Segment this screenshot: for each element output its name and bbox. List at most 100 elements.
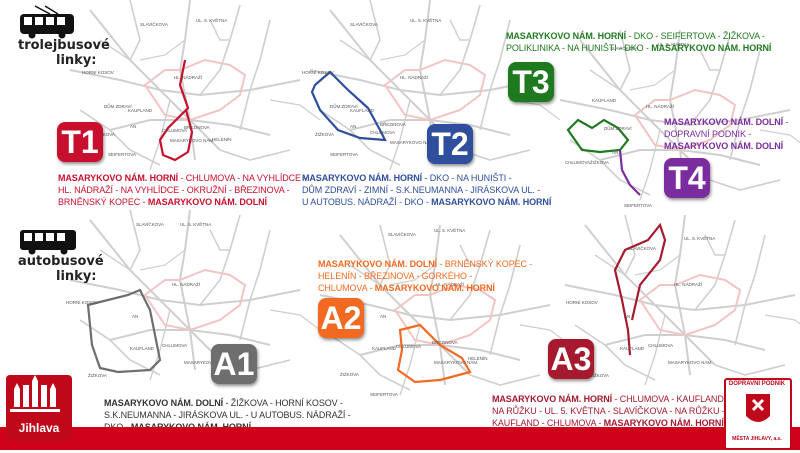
stop-list: DŮM ZDRAVÍ - ZIMNÍ - S.K.NEUMANNA - JIRÁ… [302, 185, 541, 195]
map-stop-label: CHLUMOVA [648, 343, 674, 348]
map-stop-label: KAUFLAND [130, 346, 155, 351]
route-description-t2: MASARYKOVO NÁM. HORNÍ - DKO - NA HUNIŠTI… [302, 172, 551, 208]
heading-line-1: autobusové [18, 254, 104, 269]
terminus-name: MASARYKOVO NÁM. HORNÍ [374, 283, 495, 293]
map-stop-label: CHLUMOVA [370, 130, 396, 135]
map-stop-label: BŘEZINOVA [432, 340, 458, 345]
stop-list: - ŽIŽKOVA - HORNÍ KOSOV - [223, 398, 343, 408]
terminus-name: MASARYKOVO NÁM. HORNÍ [58, 173, 179, 183]
map-stop-label: MASARYKOVO NÁM. [434, 360, 479, 365]
map-stop-label: ŽIŽKOVA [96, 132, 115, 137]
map-stop-label: BŘEZINOVA [184, 125, 210, 130]
map-stop-label: HL. NÁDRAŽÍ [174, 75, 203, 80]
dpmj-logo-icon [724, 378, 792, 450]
line-badge-a1[interactable]: A1 [211, 344, 257, 384]
line-badge-t1[interactable]: T1 [57, 122, 103, 162]
line-badge-t2[interactable]: T2 [427, 124, 473, 164]
heading-line-1: trolejbusové [18, 38, 110, 53]
stop-list: CHLUMOVA - [318, 283, 375, 293]
company-name: DOPRAVNÍ PODNIK [728, 381, 786, 387]
map-stop-label: KAUFLAND [350, 108, 375, 113]
stop-list: - DKO - NA HUNIŠTI - [422, 173, 512, 183]
map-stop-label: KAUFLAND [128, 108, 153, 113]
heading-line-2: linky: [56, 53, 97, 68]
route-t3 [566, 118, 630, 154]
route-description-line: POLIKLINIKA - NA HUNIŠTI - DKO - MASARYK… [506, 42, 771, 54]
route-description-line: MASARYKOVO NÁM. DOLNÍ - [664, 116, 788, 128]
map-stop-label: ŽIŽKOVA [590, 373, 609, 378]
route-description-t1: MASARYKOVO NÁM. HORNÍ - CHLUMOVA - NA VY… [58, 172, 306, 208]
trolleybus-icon [20, 5, 74, 39]
map-stop-label: ŽIŽKOVA [315, 132, 334, 137]
route-description-line: MASARYKOVO NÁM. DOLNÍ - BRNĚNSKÝ KOPEC - [318, 258, 532, 270]
map-stop-label: UL. 5. KVĚTNA [196, 18, 228, 23]
map-stop-label: KAUFLAND [372, 346, 397, 351]
route-a1 [86, 288, 162, 374]
trolleybus-lines-heading: trolejbusové linky: [18, 38, 110, 68]
map-stop-label: SEIFERTOVA [330, 152, 359, 157]
map-stop-label: CHLUMOVA [162, 343, 188, 348]
terminus-name: MASARYKOVO NÁM. DOLNÍ [664, 117, 784, 127]
route-description-line: HELENÍN - BŘEZINOVA - GORKÉHO - [318, 270, 532, 282]
company-subname: MĚSTA JIHLAVY, a.s. [732, 436, 782, 442]
route-description-t3: MASARYKOVO NÁM. HORNÍ - DKO - SEIFERTOVA… [506, 30, 771, 54]
map-stop-label: SEIFERTOVA [108, 152, 137, 157]
map-stop-label: SEIFERTOVA [370, 392, 399, 397]
stop-list: POLIKLINIKA - NA HUNIŠTI - DKO - [506, 43, 652, 53]
map-stop-label: KAUFLAND [592, 98, 617, 103]
route-description-line: HL. NÁDRAŽÍ - NA VYHLÍDCE - OKRUŽNÍ - BŘ… [58, 184, 306, 196]
terminus-name: MASARYKOVO NÁM. DOLNÍ [147, 197, 267, 207]
line-badge-a3[interactable]: A3 [548, 339, 594, 379]
line-badge-t3[interactable]: T3 [508, 62, 554, 102]
map-stop-label: HELENÍN [212, 137, 232, 142]
terminus-name: MASARYKOVO NÁM. DOLNÍ [318, 259, 438, 269]
map-stop-label: SLAVÍČKOVA [140, 22, 168, 27]
stop-list: - [783, 117, 789, 127]
map-stop-label: BŘEZINOVA [380, 122, 406, 127]
terminus-name: MASARYKOVO NÁM. HORNÍ [431, 197, 552, 207]
map-stop-label: AN [132, 314, 139, 319]
stop-list: HELENÍN - BŘEZINOVA - GORKÉHO - [318, 271, 473, 281]
city-coat-of-arms-icon [6, 375, 72, 441]
map-stop-label: UL. 5. KVĚTNA [658, 42, 690, 47]
route-t4 [618, 149, 641, 196]
map-stop-label: MASARYKOVO NÁM. [184, 360, 229, 365]
map-stop-label: SLAVÍČKOVA [136, 222, 164, 227]
stop-list: - DKO - SEIFERTOVA - ŽIŽKOVA - [626, 31, 765, 41]
route-description-line: U AUTOBUS. NÁDRAŽÍ - DKO - MASARYKOVO NÁ… [302, 196, 551, 208]
map-stop-label: HL. NÁDRAŽÍ [400, 75, 429, 80]
map-stop-label: ŽIŽKOVA [340, 372, 359, 377]
map-stop-label: DŮM ZDRAVÍ [104, 104, 132, 109]
stop-list: HL. NÁDRAŽÍ - NA VYHLÍDCE - OKRUŽNÍ - BŘ… [58, 185, 290, 195]
city-name: Jihlava [18, 421, 60, 435]
route-description-line: KAUFLAND - CHLUMOVA - MASARYKOVO NÁM. HO… [492, 417, 729, 429]
map-stop-label: HORNÍ KOSOV [302, 70, 334, 75]
stop-list: - CHLUMOVA - KAUFLAND - [612, 394, 730, 404]
terminus-name: MASARYKOVO NÁM. HORNÍ [603, 418, 724, 428]
route-description-a3: MASARYKOVO NÁM. HORNÍ - CHLUMOVA - KAUFL… [492, 393, 729, 429]
stop-list: NA RŮŽKU - UL. 5. KVĚTNA - SLAVÍČKOVA - … [492, 406, 725, 416]
line-badge-a2[interactable]: A2 [318, 298, 364, 338]
stop-list: S.K.NEUMANNA - JIRÁSKOVA UL. - U AUTOBUS… [104, 410, 351, 420]
map-stop-label: AN [612, 150, 619, 155]
map-stop-label: MASARYKOVO NÁM. [668, 360, 713, 365]
map-t1 [69, 0, 321, 171]
route-a2 [396, 323, 472, 384]
terminus-name: MASARYKOVO NÁM. HORNÍ [492, 394, 613, 404]
map-stop-label: SLAVÍČKOVA [350, 22, 378, 27]
terminus-name: MASARYKOVO NÁM. DOLNÍ [664, 141, 784, 151]
footer-band [0, 427, 800, 450]
map-stop-label: HL. NÁDRAŽÍ [172, 282, 201, 287]
heading-line-2: linky: [56, 269, 97, 284]
map-stop-label: HORNÍ KOSOV [66, 300, 98, 305]
line-badge-t4[interactable]: T4 [664, 158, 710, 198]
stop-list: U AUTOBUS. NÁDRAŽÍ - DKO - [302, 197, 432, 207]
terminus-name: MASARYKOVO NÁM. HORNÍ [302, 173, 423, 183]
bus-lines-heading: autobusové linky: [18, 254, 104, 284]
route-description-line: MASARYKOVO NÁM. HORNÍ - CHLUMOVA - NA VY… [58, 172, 306, 184]
route-description-line: MASARYKOVO NÁM. HORNÍ - DKO - SEIFERTOVA… [506, 30, 771, 42]
map-stop-label: CHLUMOVA [396, 344, 422, 349]
map-stop-label: SLAVÍČKOVA [388, 232, 416, 237]
map-stop-label: AN [380, 314, 387, 319]
